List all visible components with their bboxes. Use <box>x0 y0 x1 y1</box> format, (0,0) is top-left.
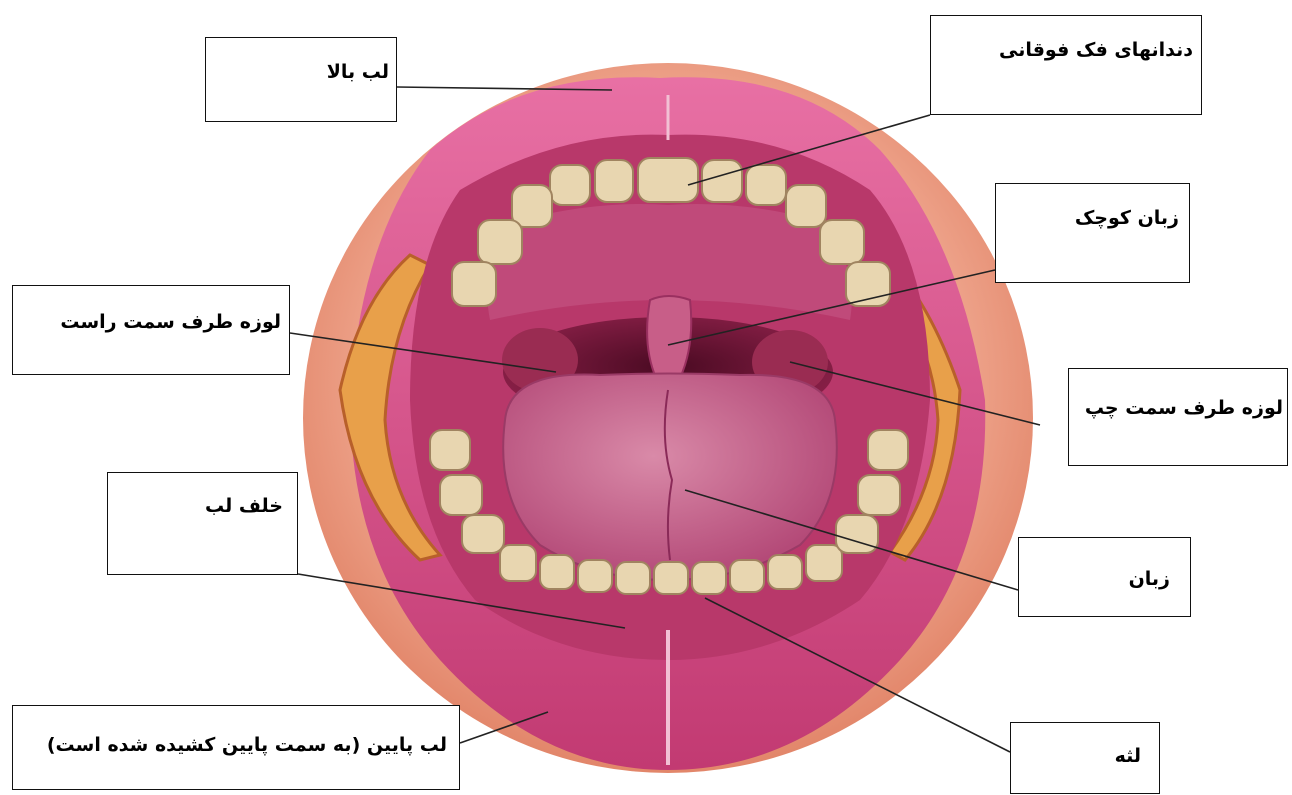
upper-teeth-label-box: دندانهای فک فوقانی <box>930 15 1202 115</box>
lower-lip-label-box: لب پایین (به سمت پایین کشیده شده است) <box>12 705 460 790</box>
left-tonsil-label: لوزه طرف سمت چپ <box>1085 397 1283 419</box>
tongue-shape <box>503 374 837 581</box>
gum-label: لثه <box>1115 745 1141 767</box>
tongue-label: زبان <box>1129 568 1170 590</box>
upper-teeth-label: دندانهای فک فوقانی <box>999 39 1193 61</box>
upper-lip-label-box: لب بالا <box>205 37 397 122</box>
behind-lip-label-box: خلف لب <box>107 472 298 575</box>
behind-lip-label: خلف لب <box>205 495 283 517</box>
left-tonsil-label-box: لوزه طرف سمت چپ <box>1068 368 1288 466</box>
gum-label-box: لثه <box>1010 722 1160 794</box>
lower-lip-label: لب پایین (به سمت پایین کشیده شده است) <box>47 734 447 756</box>
tongue-label-box: زبان <box>1018 537 1191 617</box>
upper-lip-label: لب بالا <box>327 61 389 83</box>
uvula-label: زبان کوچک <box>1075 207 1179 229</box>
uvula-label-box: زبان کوچک <box>995 183 1190 283</box>
right-tonsil-label: لوزه طرف سمت راست <box>60 311 281 333</box>
right-tonsil-label-box: لوزه طرف سمت راست <box>12 285 290 375</box>
